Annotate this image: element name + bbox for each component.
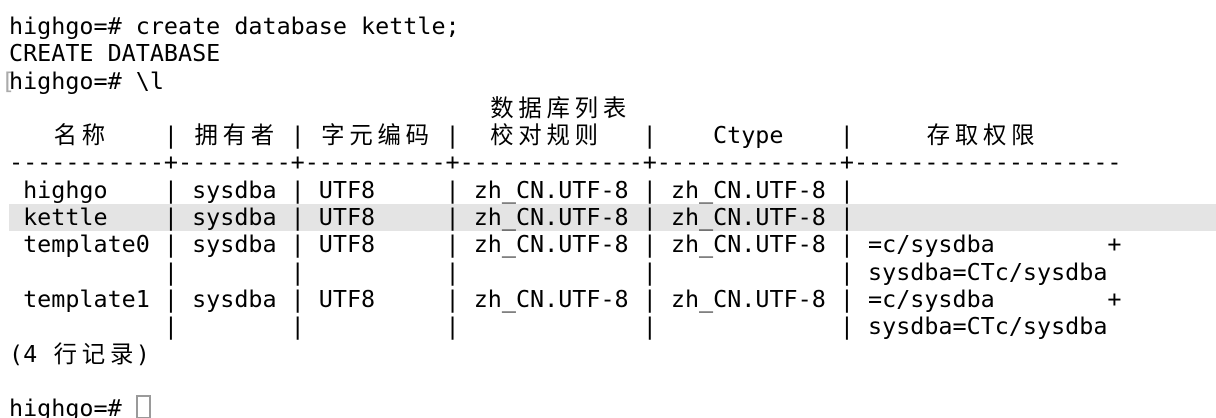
row-count-footer: (4 行记录)	[9, 339, 1216, 368]
db-row-highgo: highgo | sysdba | UTF8 | zh_CN.UTF-8 | z…	[9, 175, 1216, 204]
table-header-text: 名称 | 拥有者 | 字元编码 | 校对规则 | Ctype | 存取权限	[53, 121, 1035, 150]
table-title: 数据库列表	[9, 93, 1216, 122]
row-count-text: (4 行记录)	[9, 339, 150, 368]
table-separator-text: -----------+--------+----------+--------…	[9, 148, 1122, 177]
db-row-template1: template1 | sysdba | UTF8 | zh_CN.UTF-8 …	[9, 284, 1216, 313]
prompt-text: highgo=#	[9, 394, 136, 418]
table-separator-row: -----------+--------+----------+--------…	[9, 149, 1216, 176]
terminal-cursor	[135, 395, 151, 418]
blank-line	[9, 368, 1216, 395]
db-row-text: | | | | | sysdba=CTc/sysdba	[9, 257, 1108, 286]
db-row-text: highgo | sysdba | UTF8 | zh_CN.UTF-8 | z…	[9, 175, 869, 204]
db-row-text: | | | | | sysdba=CTc/sysdba	[9, 312, 1108, 341]
command-line-create-database: highgo=# create database kettle;	[9, 12, 1216, 40]
db-row-template0: template0 | sysdba | UTF8 | zh_CN.UTF-8 …	[9, 231, 1216, 258]
db-row-text: kettle | sysdba | UTF8 | zh_CN.UTF-8 | z…	[9, 203, 869, 232]
db-row-template0-continuation: | | | | | sysdba=CTc/sysdba	[9, 257, 1216, 286]
command-text: highgo=# \l	[9, 66, 164, 95]
prompt-line[interactable]: highgo=#	[9, 395, 1216, 418]
db-row-text: template1 | sysdba | UTF8 | zh_CN.UTF-8 …	[9, 284, 1122, 313]
db-row-template1-continuation: | | | | | sysdba=CTc/sysdba	[9, 313, 1216, 340]
table-header-row: 名称 | 拥有者 | 字元编码 | 校对规则 | Ctype | 存取权限	[9, 121, 1216, 150]
command-line-list-databases: [highgo=# \l	[1, 66, 1216, 95]
table-title-text: 数据库列表	[490, 93, 627, 122]
db-row-kettle[interactable]: kettle | sysdba | UTF8 | zh_CN.UTF-8 | z…	[9, 203, 1216, 232]
output-create-database: CREATE DATABASE	[9, 40, 1216, 67]
db-row-text: template0 | sysdba | UTF8 | zh_CN.UTF-8 …	[9, 230, 1122, 259]
command-text: highgo=# create database kettle;	[9, 12, 460, 40]
prompt-mark-bracket: [	[1, 66, 16, 95]
output-text: CREATE DATABASE	[9, 39, 221, 68]
